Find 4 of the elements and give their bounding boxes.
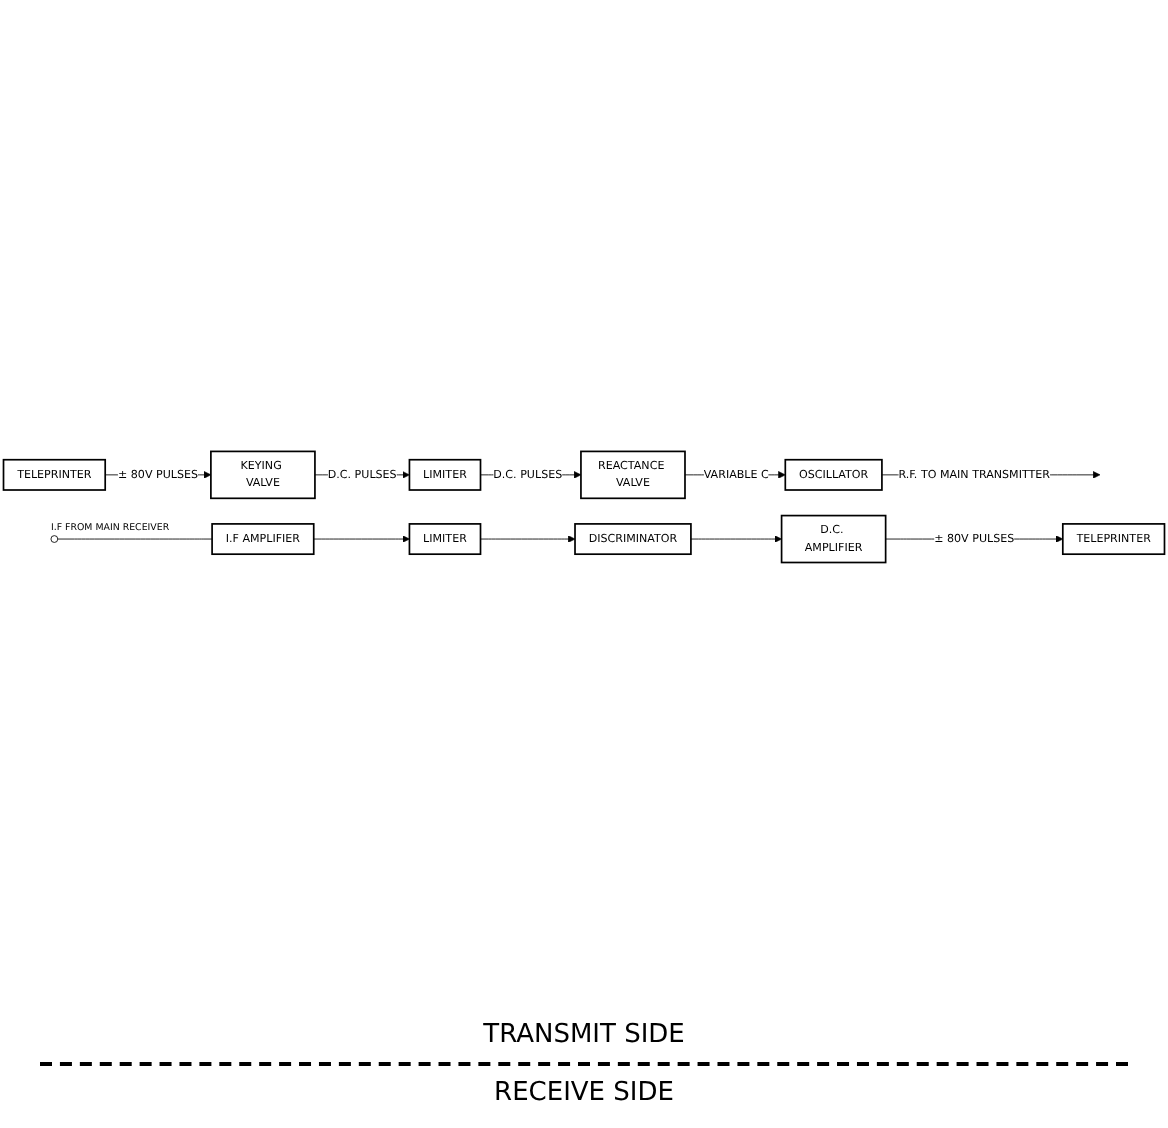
side-label: TRANSMIT SIDE <box>481 1020 687 1050</box>
node-circle <box>50 534 59 542</box>
connector <box>57 537 213 539</box>
side-label: RECEIVE SIDE <box>492 1078 676 1108</box>
